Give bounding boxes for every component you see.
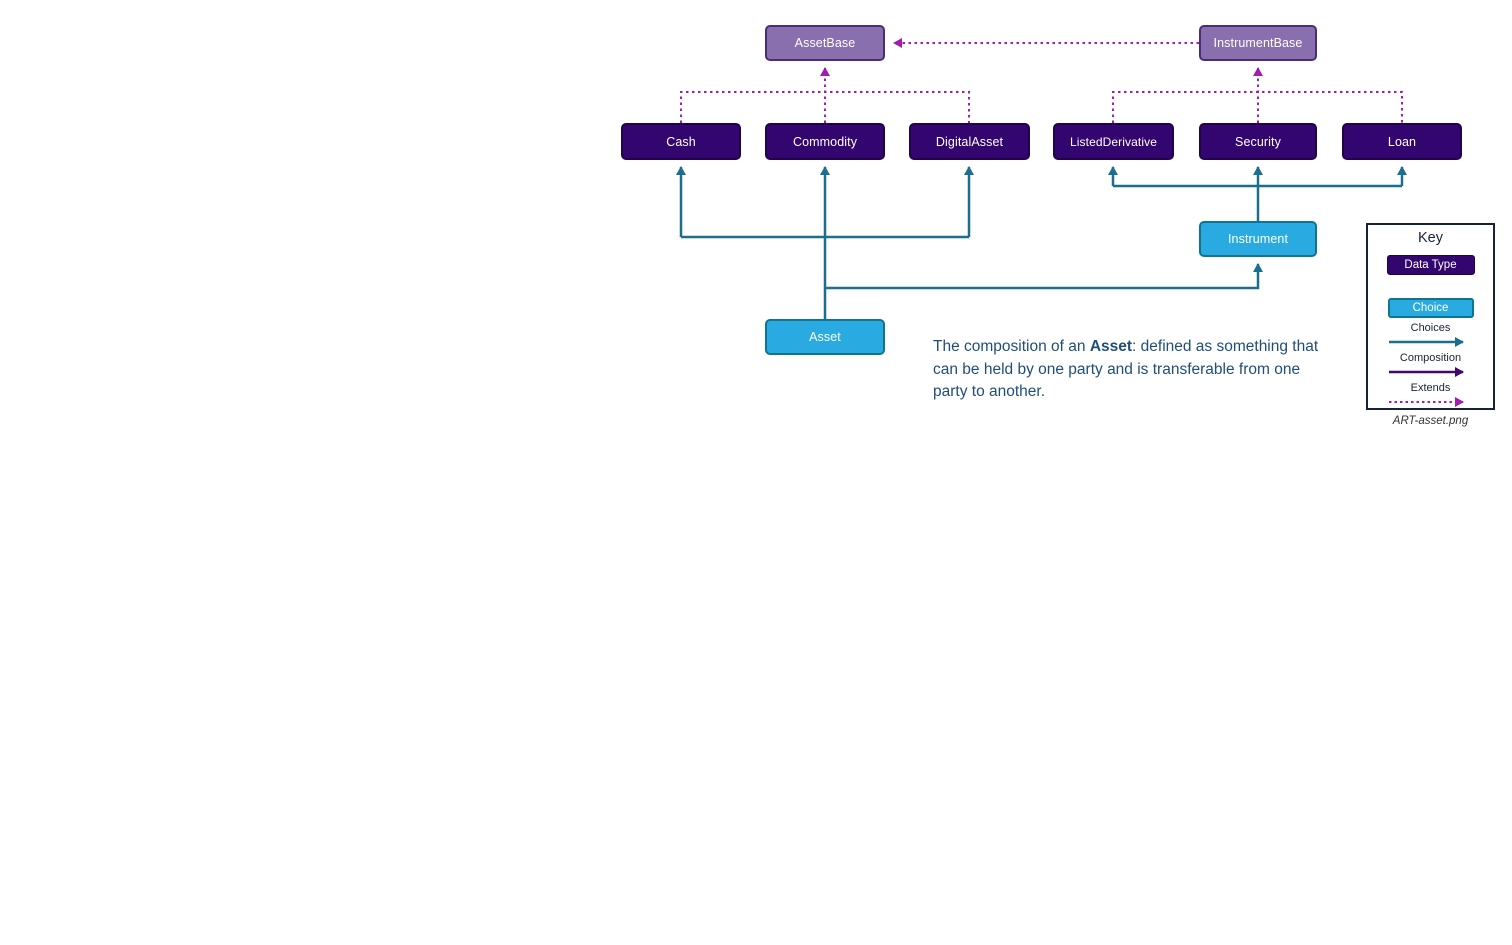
key-choices-arrow (1388, 337, 1464, 347)
description-prefix: The composition of an (933, 338, 1090, 355)
node-listedderivative: ListedDerivative (1053, 123, 1174, 160)
key-choice-swatch: Choice (1387, 298, 1474, 318)
key-composition-arrow (1388, 367, 1464, 377)
description-text: The composition of an Asset: defined as … (933, 336, 1325, 404)
node-instrumentbase: InstrumentBase (1199, 25, 1317, 61)
node-loan: Loan (1342, 123, 1462, 160)
key-choices-label: Choices (1410, 322, 1451, 334)
key-row-choices: Choices (1387, 322, 1475, 348)
key-legend: Key Data Type Choice Choices Composition (1366, 223, 1495, 410)
key-composition-label: Composition (1399, 352, 1462, 364)
node-commodity: Commodity (765, 123, 885, 160)
node-assetbase: AssetBase (765, 25, 885, 61)
description-suffix: : defined as something that can be held … (933, 338, 1319, 400)
node-asset: Asset (765, 319, 885, 355)
node-cash: Cash (621, 123, 741, 160)
key-row-composition: Composition (1387, 352, 1475, 378)
key-caption: ART-asset.png (1392, 415, 1469, 427)
node-security: Security (1199, 123, 1317, 160)
asset-to-instrument (825, 263, 1263, 290)
key-extends-label: Extends (1410, 382, 1451, 394)
extends-connectors (680, 38, 1403, 123)
node-instrument: Instrument (1199, 221, 1317, 257)
key-datatype-swatch: Data Type (1386, 255, 1475, 276)
choices-connectors (676, 166, 1407, 319)
description-term: Asset (1089, 338, 1133, 355)
node-digitalasset: DigitalAsset (909, 123, 1030, 160)
key-title: Key (1418, 230, 1443, 246)
key-extends-arrow (1388, 397, 1464, 407)
key-row-extends: Extends (1387, 382, 1475, 408)
